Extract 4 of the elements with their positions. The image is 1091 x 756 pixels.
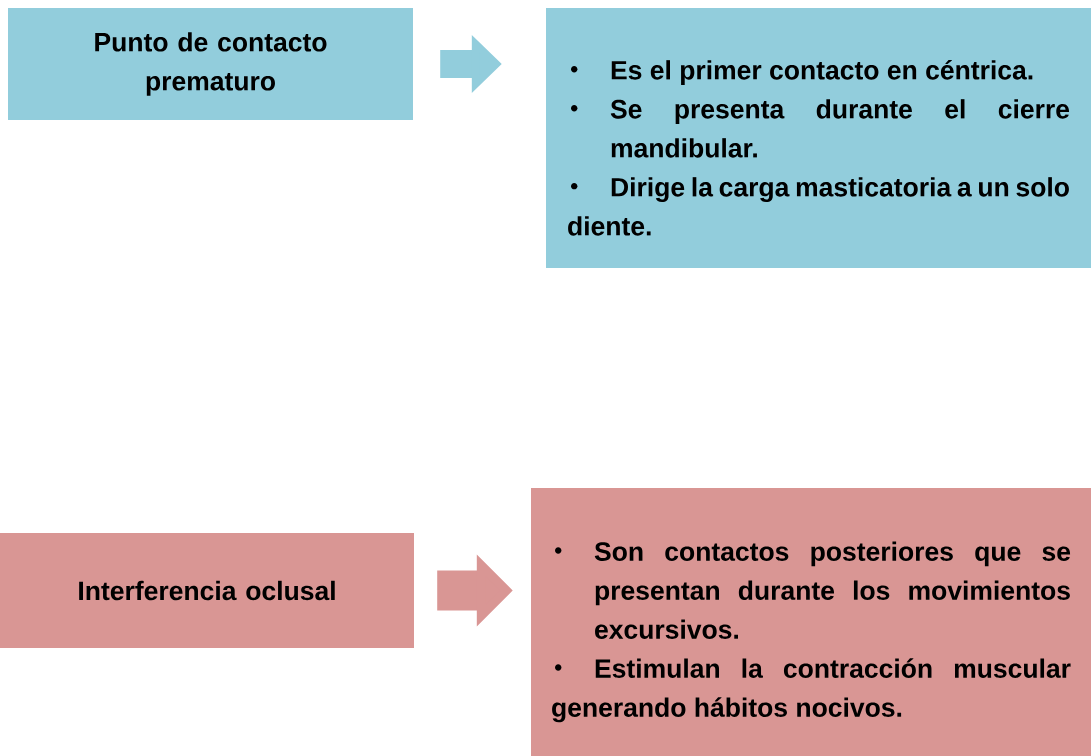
- bullet-list-box: Son contactos posteriores que se presentan durante los movimientos excursivos. Estimulan la contracción muscular generando hábitos nocivos.: [531, 488, 1091, 756]
- concept-box: Interferencia oclusal: [0, 533, 414, 648]
- concept-box: Punto de contacto prematuro: [8, 8, 413, 120]
- bullet-list-box: Es el primer contacto en céntrica. Se presenta durante el cierre mandibular. Dirige la carga masticatoria a un solo diente.: [546, 8, 1091, 268]
